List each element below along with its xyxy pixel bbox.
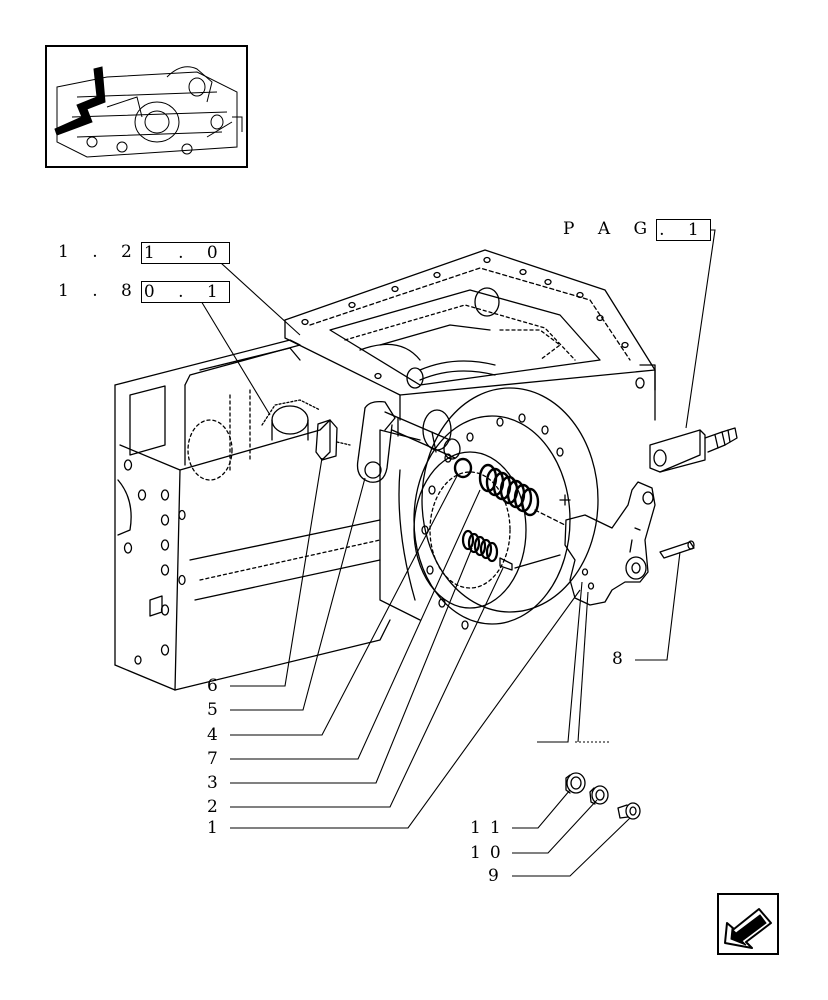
tractor-overview-thumbnail xyxy=(45,45,248,168)
ref-label-pag-1[interactable]: P A G. 1 xyxy=(563,219,711,241)
part-2-pin xyxy=(499,554,561,571)
ref-box: 0 . 1 xyxy=(140,281,230,303)
part-3-spring xyxy=(461,529,499,563)
callout-9: 9 xyxy=(488,866,508,886)
part-1-bracket xyxy=(564,481,656,606)
part-5-lever-shaft xyxy=(356,400,461,483)
part-10-washer xyxy=(589,785,609,805)
callout-2: 2 xyxy=(207,797,227,817)
transmission-housing xyxy=(114,339,391,691)
callout-1: 1 xyxy=(207,818,227,838)
callout-5: 5 xyxy=(207,700,227,720)
part-8-roll-pin xyxy=(659,540,695,559)
part-6-key xyxy=(315,419,351,461)
callout-11: 11 xyxy=(470,818,510,838)
back-navigation-button[interactable] xyxy=(717,893,779,955)
part-7-spring xyxy=(478,463,540,517)
part-4-o-ring xyxy=(453,457,473,479)
back-arrow-icon xyxy=(724,908,772,949)
callout-4: 4 xyxy=(207,725,227,745)
top-cover-housing xyxy=(284,249,656,421)
part-9-screw xyxy=(617,802,641,820)
thumbnail-drawing xyxy=(54,66,243,158)
callout-3: 3 xyxy=(207,773,227,793)
callout-6: 6 xyxy=(207,676,227,696)
callout-10: 10 xyxy=(470,843,510,863)
sensor-switch xyxy=(649,427,738,473)
ref-box: . 1 xyxy=(656,219,711,241)
part-11-nut xyxy=(565,772,586,794)
callout-8: 8 xyxy=(612,649,632,669)
ref-prefix: 1 . 8 xyxy=(58,281,141,301)
ref-prefix: 1 . 2 xyxy=(58,242,141,262)
rear-flange xyxy=(379,387,599,630)
ref-prefix: P A G xyxy=(563,219,657,239)
ref-box: 1 . 0 xyxy=(140,242,230,264)
callout-7: 7 xyxy=(207,749,227,769)
